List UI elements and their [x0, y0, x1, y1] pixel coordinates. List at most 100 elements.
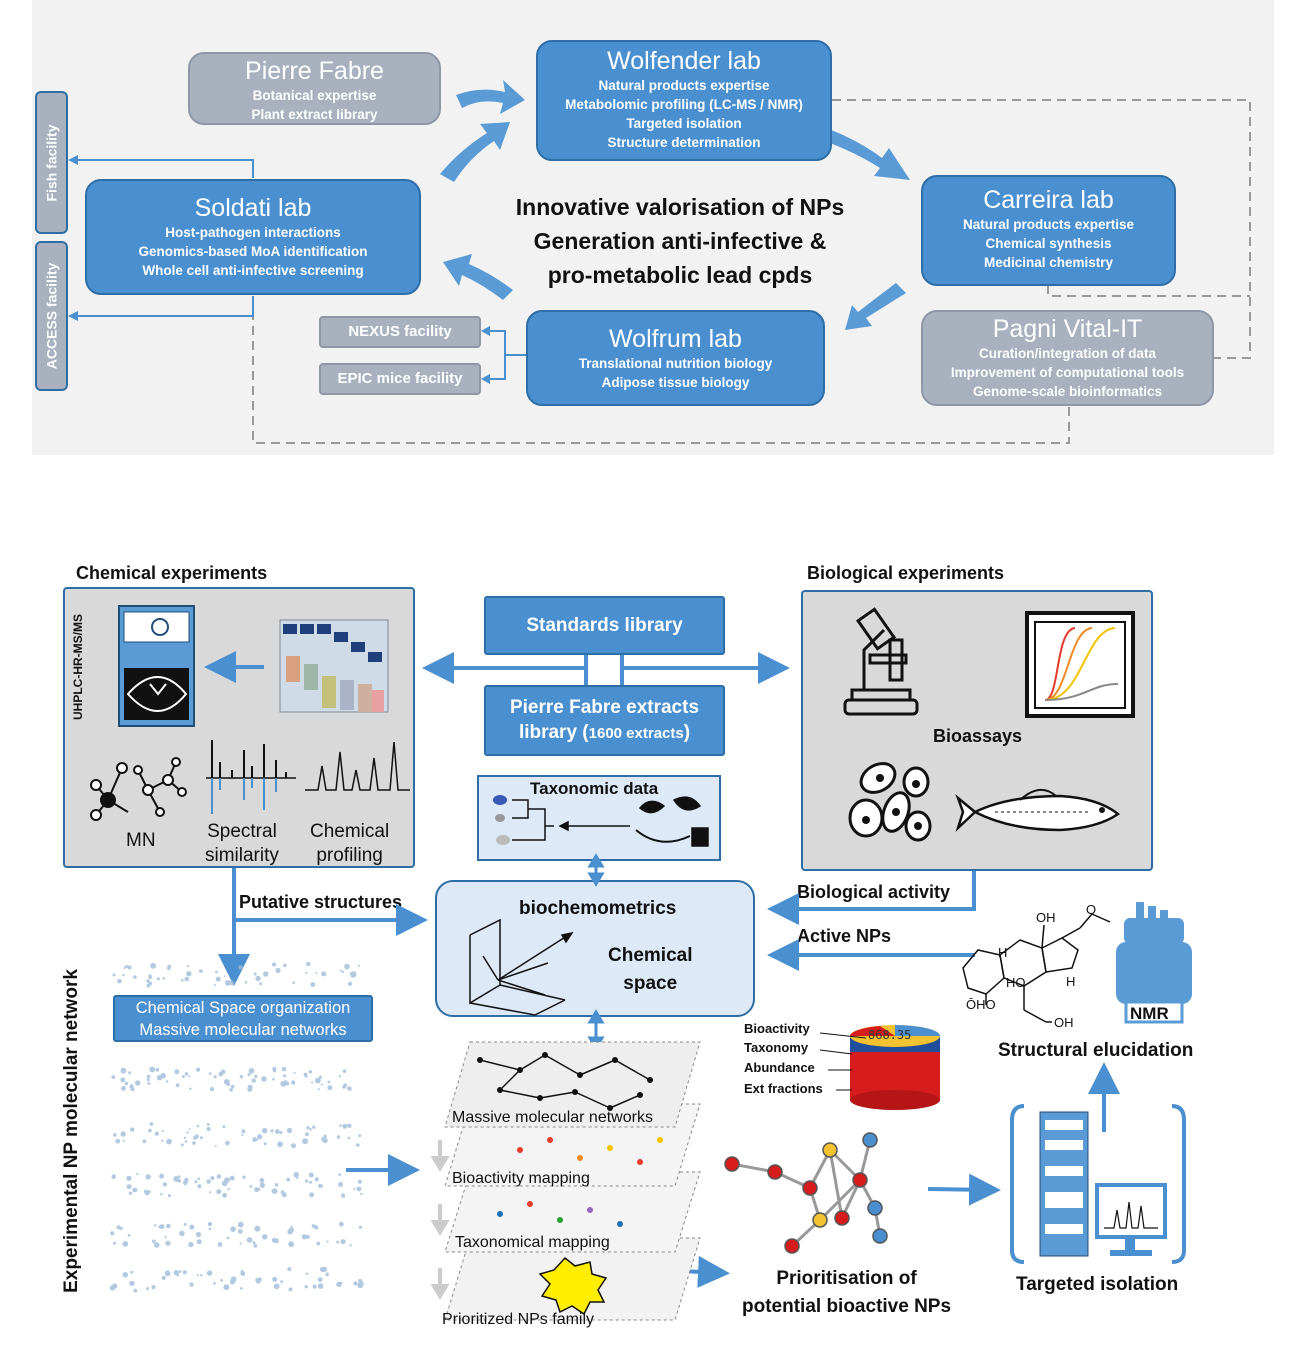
mosaic-node: [192, 1141, 196, 1145]
mosaic-node: [229, 980, 235, 986]
mosaic-node: [112, 973, 116, 977]
profiling-line: Chemical: [310, 821, 390, 842]
mosaic-node: [208, 1072, 212, 1075]
mosaic-node: [148, 975, 152, 980]
mosaic-node: [208, 1227, 212, 1231]
mosaic-node: [358, 1225, 363, 1229]
vertical-double-arrows: [587, 853, 605, 1051]
chemical-profiling-label: Chemical profiling: [310, 820, 389, 868]
soldati-access-arrow: [75, 296, 254, 317]
mosaic-node: [263, 1142, 267, 1146]
mosaic-node: [195, 1231, 202, 1238]
mosaic-node: [320, 1083, 323, 1086]
mosaic-node: [120, 1077, 126, 1083]
mosaic-node: [180, 979, 184, 982]
chemical-space-label: Chemical space: [608, 942, 692, 998]
mosaic-node: [111, 1174, 116, 1179]
mosaic-node: [262, 1234, 268, 1240]
mosaic-node: [226, 1083, 231, 1087]
mosaic-node: [161, 1139, 164, 1143]
mosaic-node: [254, 1225, 261, 1232]
mosaic-node: [189, 1087, 192, 1091]
mosaic-node: [188, 1241, 194, 1248]
mosaic-node: [215, 970, 218, 974]
structural-elucidation-label: Structural elucidation: [998, 1040, 1194, 1061]
mosaic-node: [206, 1123, 210, 1126]
mosaic-node: [149, 1066, 156, 1073]
center-line: pro-metabolic lead cpds: [547, 262, 813, 288]
mosaic-node: [184, 976, 189, 982]
mosaic-node: [127, 1234, 131, 1237]
molecule-atom-ho: HO: [1006, 975, 1026, 990]
mosaic-node: [117, 978, 122, 984]
prioritisation-label: Prioritisation of potential bioactive NP…: [742, 1265, 951, 1321]
mosaic-node: [254, 1187, 260, 1193]
pagni-line: Improvement of computational tools: [950, 365, 1185, 380]
mosaic-node: [122, 1139, 125, 1142]
mosaic-node: [127, 965, 132, 970]
mosaic-node: [283, 963, 287, 968]
mosaic-node: [247, 1073, 251, 1076]
mosaic-node: [325, 1272, 329, 1277]
mosaic-node: [122, 973, 125, 977]
mosaic-node: [288, 1287, 293, 1292]
molecular-network-icon: [90, 757, 187, 821]
pierre-fabre-title: Pierre Fabre: [245, 57, 384, 85]
center-mission-text: Innovative valorisation of NPs Generatio…: [470, 190, 890, 292]
mosaic-node: [148, 981, 153, 986]
mosaic-node: [273, 1069, 277, 1073]
extracts-count: 1600 extracts: [588, 725, 684, 742]
mosaic-node: [237, 1221, 244, 1228]
molecule-atom-oho: ŌHO: [966, 997, 996, 1012]
mosaic-node: [112, 1283, 118, 1289]
mosaic-node: [126, 1184, 132, 1190]
chromatogram-icon: [305, 741, 410, 791]
molecule-atom-o: O: [1086, 902, 1097, 917]
mosaic-node: [186, 972, 190, 976]
fish-facility: Fish facility: [35, 91, 68, 234]
mosaic-node: [341, 970, 345, 974]
pagni-title: Pagni Vital-IT: [992, 315, 1143, 343]
mosaic-node: [142, 1139, 147, 1144]
mosaic-node: [160, 1193, 163, 1196]
molecule-atom-h-right: H: [1066, 974, 1076, 989]
mosaic-node: [136, 1172, 139, 1176]
mosaic-node: [254, 1074, 258, 1079]
chem-space-org-line: Massive molecular networks: [139, 1021, 347, 1039]
mosaic-node: [350, 971, 357, 977]
mosaic-node: [320, 1184, 324, 1188]
mosaic-node: [156, 1075, 163, 1081]
layer-label-taxonomical: Taxonomical mapping: [455, 1234, 610, 1251]
mosaic-node: [357, 1179, 362, 1184]
mosaic-node: [273, 1283, 280, 1290]
mosaic-node: [216, 1189, 222, 1195]
biological-activity-label: Biological activity: [797, 882, 951, 902]
mosaic-node: [254, 973, 257, 976]
access-facility: ACCESS facility: [35, 241, 68, 391]
chemical-space-line: Chemical: [608, 945, 693, 966]
mosaic-node: [283, 1074, 287, 1078]
mosaic-node: [291, 1080, 296, 1085]
mosaic-node: [319, 1284, 322, 1287]
mosaic-node: [272, 962, 277, 967]
mosaic-node: [281, 1066, 287, 1072]
vials-icon: [279, 619, 389, 713]
mosaic-node: [315, 972, 318, 975]
mosaic-node: [215, 976, 221, 982]
mosaic-node: [347, 1136, 351, 1140]
mosaic-node: [199, 1136, 203, 1140]
mosaic-node: [196, 1124, 200, 1128]
mosaic-node: [189, 1282, 194, 1287]
mosaic-node: [291, 1143, 296, 1149]
mosaic-node: [326, 1240, 329, 1243]
mosaic-node: [121, 1086, 126, 1091]
arrow-wolfender-to-carreira: [822, 128, 910, 180]
hplc-system-icon: [1010, 1104, 1186, 1264]
mosaic-node: [184, 1072, 189, 1076]
mosaic-node: [353, 1187, 356, 1190]
cycle-arrows: [440, 80, 910, 330]
mosaic-node: [214, 1145, 217, 1147]
mosaic-node: [279, 1131, 283, 1134]
mosaic-node: [338, 1173, 342, 1176]
mosaic-node: [188, 1075, 191, 1078]
